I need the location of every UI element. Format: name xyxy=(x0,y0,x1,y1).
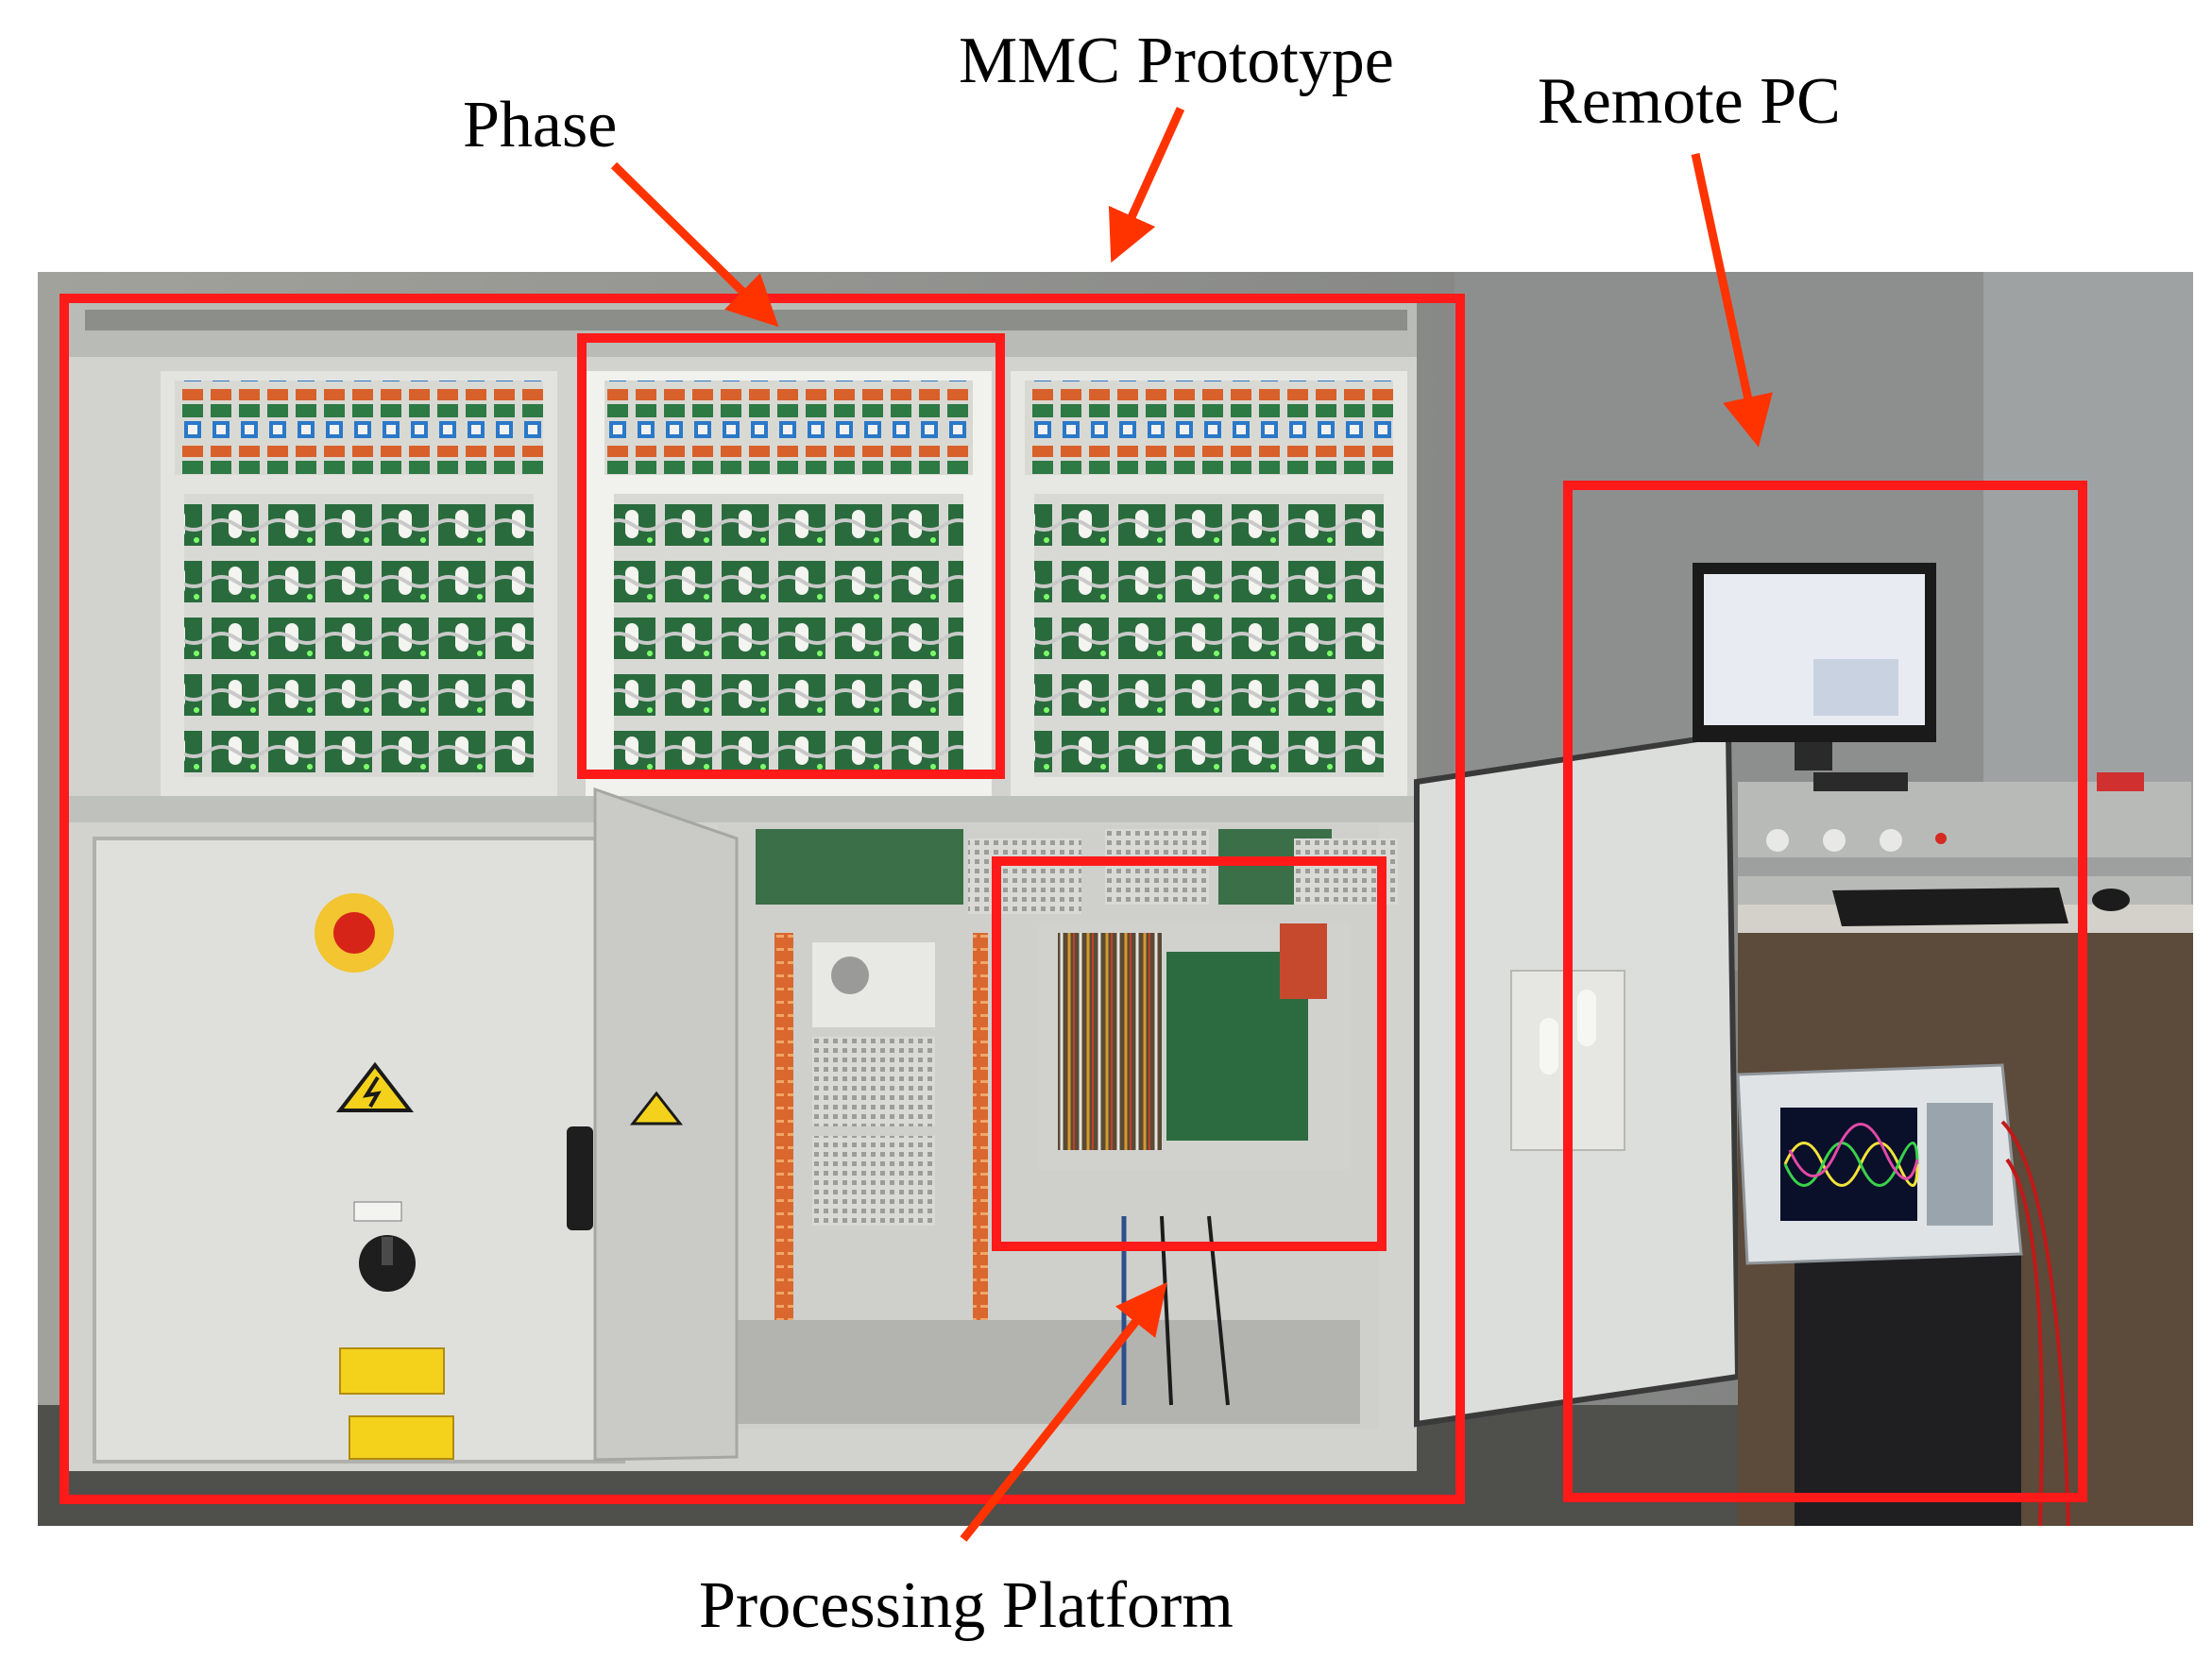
left-cabinet-door xyxy=(93,837,625,1464)
open-right-door xyxy=(1414,731,1742,1428)
label-phase: Phase xyxy=(463,89,618,161)
label-mmc-prototype: MMC Prototype xyxy=(959,25,1394,97)
upper-bay-middle xyxy=(586,371,992,796)
emergency-stop-button-icon xyxy=(315,893,394,973)
lab-photograph xyxy=(38,272,2193,1526)
upper-bay-right xyxy=(1011,371,1407,796)
label-processing-platform: Processing Platform xyxy=(699,1569,1234,1642)
label-remote-pc: Remote PC xyxy=(1538,65,1841,138)
rotary-switch-icon xyxy=(359,1235,416,1292)
upper-bay-left xyxy=(161,371,557,796)
mmc-prototype-arrow xyxy=(1108,107,1185,263)
